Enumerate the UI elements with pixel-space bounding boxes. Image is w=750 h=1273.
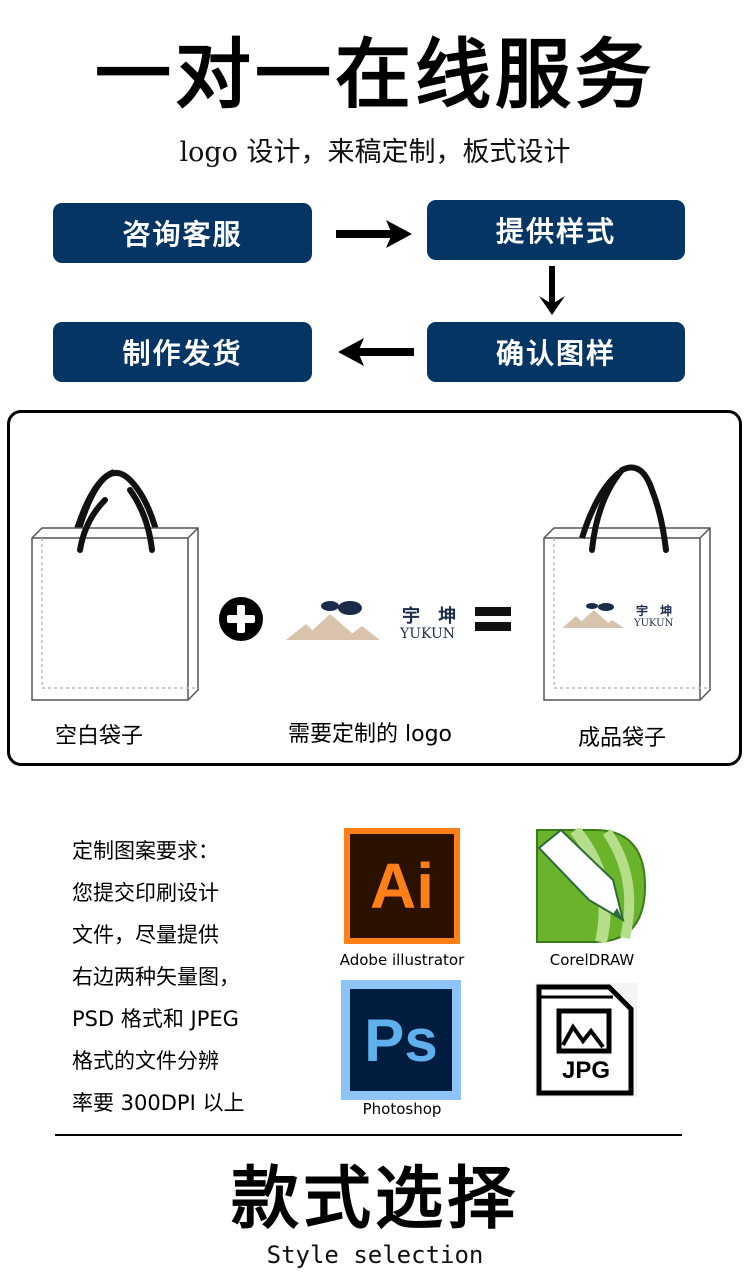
requirements-line: 您提交印刷设计	[72, 881, 219, 905]
flow-step-produce-ship: 制作发货	[53, 322, 312, 382]
equals-icon	[475, 607, 511, 637]
design-requirements: 定制图案要求： 您提交印刷设计 文件，尽量提供 右边两种矢量图， PSD 格式和…	[72, 830, 244, 1124]
blank-bag-caption: 空白袋子	[55, 724, 144, 749]
flow-step-label: 制作发货	[122, 337, 243, 370]
coreldraw-icon	[535, 826, 647, 948]
requirements-line: 文件，尽量提供	[72, 923, 219, 947]
yukun-logo	[286, 598, 382, 646]
finished-bag-image	[542, 460, 712, 714]
requirements-line: 格式的文件分辨	[72, 1049, 219, 1073]
flow-step-label: 确认图样	[495, 337, 616, 370]
photoshop-icon: Ps	[341, 980, 461, 1100]
flow-step-provide-style: 提供样式	[427, 200, 685, 260]
flow-step-label: 提供样式	[495, 215, 616, 248]
right-arrow-icon	[336, 218, 414, 250]
bag-logo-name-cn: 宇 坤	[636, 604, 677, 618]
down-arrow-icon	[537, 266, 567, 316]
requirements-line: 右边两种矢量图，	[72, 965, 240, 989]
requirements-line: PSD 格式和 JPEG	[72, 1007, 239, 1031]
page-subtitle: logo 设计，来稿定制，板式设计	[179, 137, 571, 168]
logo-name-en: YUKUN	[400, 626, 456, 642]
logo-mark-icon	[286, 601, 380, 640]
illustrator-icon: Ai	[344, 828, 460, 944]
photoshop-label: Photoshop	[362, 1100, 442, 1118]
logo-name-cn: 宇 坤	[402, 606, 463, 627]
customization-compare-panel	[7, 410, 742, 766]
left-arrow-icon	[336, 336, 414, 368]
plus-icon	[218, 596, 264, 646]
flow-step-label: 咨询客服	[122, 218, 243, 251]
section-divider	[55, 1134, 682, 1136]
jpg-glyph: JPG	[561, 1057, 611, 1084]
illustrator-glyph: Ai	[350, 834, 454, 938]
flow-step-consult: 咨询客服	[53, 203, 312, 263]
requirements-line: 率要 300DPI 以上	[72, 1091, 245, 1115]
illustrator-label: Adobe illustrator	[339, 951, 465, 969]
section-subtitle: Style selection	[266, 1241, 484, 1269]
logo-caption: 需要定制的 logo	[288, 722, 452, 747]
jpg-file-icon: JPG	[535, 983, 637, 1101]
requirements-line: 定制图案要求：	[72, 839, 219, 863]
coreldraw-label: CorelDRAW	[549, 951, 635, 969]
section-title: 款式选择	[230, 1160, 519, 1239]
blank-bag-image	[30, 460, 200, 714]
finished-bag-caption: 成品袋子	[578, 726, 667, 751]
bag-logo-name-en: YUKUN	[634, 618, 674, 629]
page-title: 一对一在线服务	[95, 30, 655, 119]
flow-step-confirm-sample: 确认图样	[427, 322, 685, 382]
photoshop-glyph: Ps	[350, 989, 452, 1091]
